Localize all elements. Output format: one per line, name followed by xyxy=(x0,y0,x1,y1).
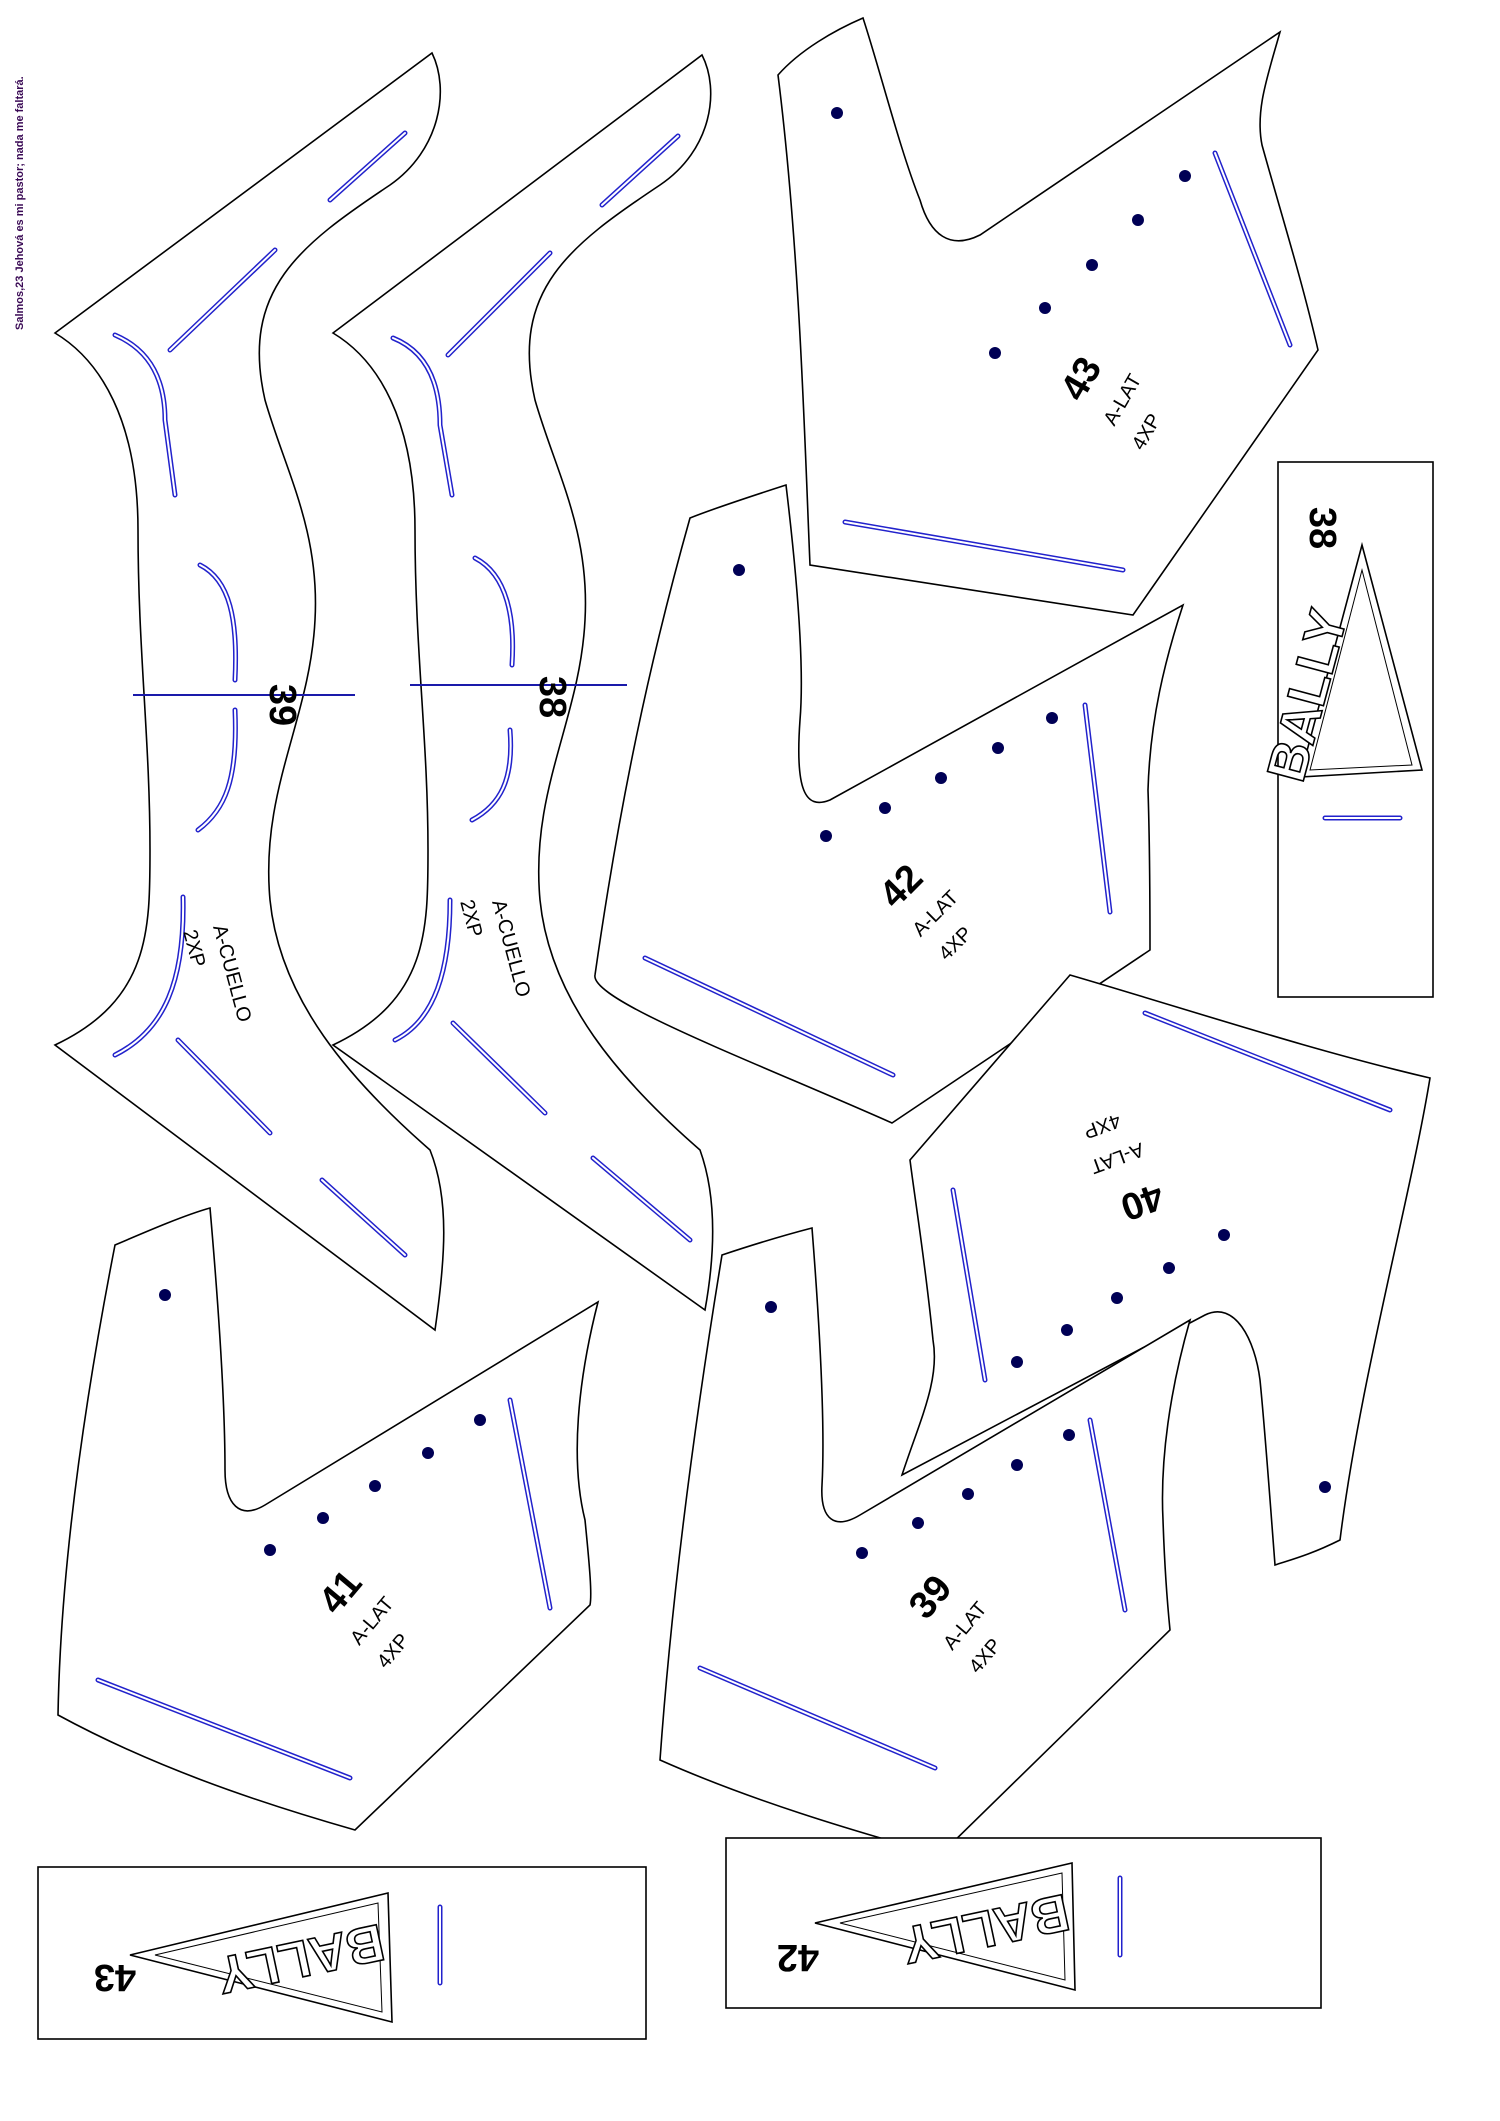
logo-label-38-size: 38 xyxy=(1301,507,1343,549)
collar-38-stitches xyxy=(390,133,693,1243)
lateral-piece-41: 41 A-LAT 4XP xyxy=(57,1206,600,1831)
lateral-41-stitches xyxy=(95,1397,553,1781)
lateral-39-stitches xyxy=(697,1417,1128,1771)
logo-43-pennant xyxy=(129,1891,393,2024)
lateral-40-holes xyxy=(1011,1229,1331,1493)
collar-38-size: 38 xyxy=(531,676,573,718)
logo-label-42: BALLY 42 xyxy=(725,1837,1322,2009)
collar-39-stitches xyxy=(112,130,408,1258)
lateral-40-stitches xyxy=(950,1010,1393,1383)
collar-piece-38: 38 A-CUELLO 2XP xyxy=(331,53,714,1312)
collar-39-outline xyxy=(53,51,445,1332)
lateral-piece-42: 42 A-LAT 4XP xyxy=(594,483,1185,1124)
logo-38-pennant xyxy=(1298,541,1424,778)
lateral-piece-40: 40 A-LAT 4XP xyxy=(900,974,1431,1567)
logo-42-pennant xyxy=(814,1861,1076,1992)
lateral-43-outline xyxy=(777,16,1319,616)
lateral-piece-39: 39 A-LAT 4XP xyxy=(659,1226,1192,1856)
lateral-39-outline xyxy=(659,1226,1192,1856)
lateral-39-holes xyxy=(765,1301,1075,1559)
logo-label-42-size: 42 xyxy=(777,1936,819,1978)
lateral-piece-43: 43 A-LAT 4XP xyxy=(777,16,1319,616)
logo-label-38: BALLY 38 xyxy=(1255,461,1434,998)
lateral-43-stitches xyxy=(842,150,1293,573)
logo-label-43-size: 43 xyxy=(94,1956,136,1998)
logo-label-43: BALLY 43 xyxy=(37,1866,647,2040)
lateral-41-holes xyxy=(159,1289,486,1556)
lateral-42-holes xyxy=(733,564,1058,842)
lateral-43-holes xyxy=(831,107,1191,359)
collar-piece-39: 39 A-CUELLO 2XP xyxy=(53,51,445,1332)
collar-39-size: 39 xyxy=(261,684,303,726)
lateral-42-stitches xyxy=(642,702,1113,1078)
